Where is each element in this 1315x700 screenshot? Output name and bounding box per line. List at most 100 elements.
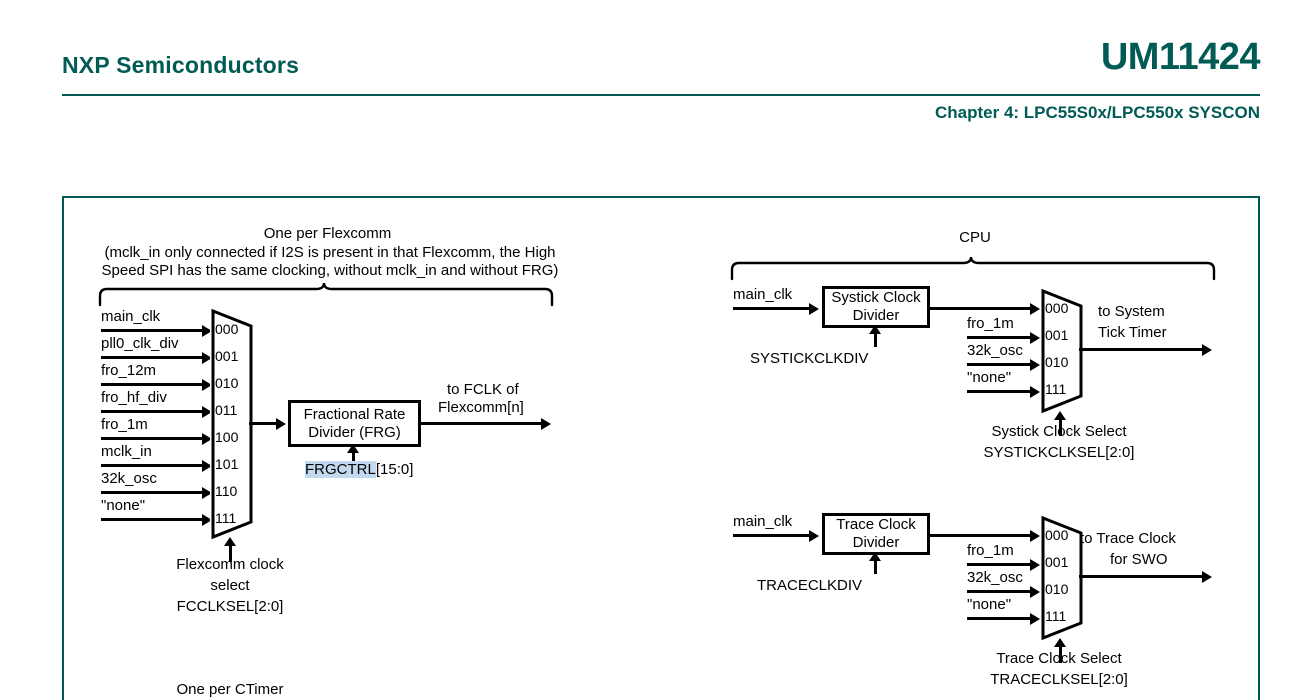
flexcomm-input-arrow-3 — [202, 406, 212, 418]
trace-mux-code-0: 000 — [1045, 527, 1069, 543]
frg-output-wire — [421, 422, 543, 425]
trace-mux-wire-1 — [967, 563, 1032, 566]
trace-mux-label-1: fro_1m — [967, 542, 1014, 559]
systick-div-ctrl-wire — [874, 333, 877, 347]
flexcomm-input-wire-5 — [101, 464, 204, 467]
trace-input-arrow — [809, 530, 819, 542]
systick-input-label: main_clk — [733, 286, 793, 303]
breadcrumb: Chapter 4: LPC55S0x/LPC550x SYSCON — [934, 103, 1260, 122]
systick-mux-arrow-2 — [1030, 359, 1040, 371]
flexcomm-input-label-6: 32k_osc — [101, 470, 157, 487]
flexcomm-input-arrow-0 — [202, 325, 212, 337]
systick-mux-code-0: 000 — [1045, 300, 1069, 316]
flexcomm-input-arrow-5 — [202, 460, 212, 472]
flexcomm-mux-code-3: 011 — [215, 402, 238, 418]
frg-box: Fractional Rate Divider (FRG) — [288, 400, 421, 447]
flexcomm-input-arrow-1 — [202, 352, 212, 364]
trace-mux-label-3: "none" — [967, 596, 1012, 613]
flexcomm-input-label-7: "none" — [101, 497, 146, 514]
flexcomm-input-label-0: main_clk — [101, 308, 161, 325]
trace-mux-wire-2 — [967, 590, 1032, 593]
systick-select-arrow — [1054, 411, 1066, 420]
systick-mux-label-2: 32k_osc — [967, 342, 1023, 359]
flexcomm-mux-code-0: 000 — [215, 321, 239, 337]
systick-select-line2: SYSTICKCLKSEL[2:0] — [983, 444, 1135, 461]
flexcomm-select-arrow — [224, 537, 236, 546]
systick-divider-line1: Systick Clock — [831, 289, 921, 306]
cpu-group-brace — [730, 256, 1216, 281]
flexcomm-mux-output-arrow — [276, 418, 286, 430]
trace-mux-code-1: 001 — [1045, 554, 1069, 570]
flexcomm-input-wire-2 — [101, 383, 204, 386]
trace-mux — [1040, 515, 1084, 641]
flexcomm-select-wire — [229, 545, 232, 562]
frgctrl-label: FRGCTRL[15:0] — [305, 461, 413, 479]
flexcomm-input-arrow-6 — [202, 487, 212, 499]
systick-mux-code-2: 010 — [1045, 354, 1069, 370]
trace-mux-code-2: 010 — [1045, 581, 1069, 597]
trace-divider-line2: Divider — [852, 534, 900, 551]
systick-mux-wire-0 — [930, 307, 1032, 310]
flexcomm-input-label-5: mclk_in — [101, 443, 152, 460]
systick-mux-arrow-1 — [1030, 332, 1040, 344]
systick-divider-ctrl-label: SYSTICKCLKDIV — [750, 350, 869, 367]
trace-output-arrow — [1202, 571, 1212, 583]
trace-select-wire — [1059, 646, 1062, 663]
trace-output-line2: for SWO — [1110, 551, 1168, 568]
systick-mux-arrow-3 — [1030, 386, 1040, 398]
systick-mux-wire-1 — [967, 336, 1032, 339]
trace-div-ctrl-arrow — [869, 552, 881, 561]
systick-output-wire — [1079, 348, 1204, 351]
systick-input-arrow — [809, 303, 819, 315]
systick-output-line2: Tick Timer — [1098, 324, 1167, 341]
frgctrl-wire — [352, 452, 355, 466]
trace-select-line2: TRACECLKSEL[2:0] — [990, 671, 1128, 688]
frg-output-line1: to FCLK of — [447, 381, 519, 398]
flexcomm-input-label-3: fro_hf_div — [101, 389, 167, 406]
header-divider — [62, 94, 1260, 96]
frgctrl-highlighted-text: FRGCTRL — [305, 461, 376, 478]
systick-divider-line2: Divider — [852, 307, 900, 324]
frg-box-line1: Fractional Rate — [303, 405, 406, 423]
flexcomm-select-line1: Flexcomm clock — [176, 556, 284, 573]
flexcomm-input-wire-0 — [101, 329, 204, 332]
flexcomm-input-wire-6 — [101, 491, 204, 494]
trace-output-line1: to Trace Clock — [1080, 530, 1176, 547]
trace-mux-code-3: 111 — [1045, 608, 1067, 624]
systick-div-ctrl-arrow — [869, 325, 881, 334]
flexcomm-select-line2: select — [210, 577, 250, 594]
document-number: UM11424 — [1100, 36, 1261, 78]
flexcomm-mux-code-2: 010 — [215, 375, 239, 391]
flexcomm-input-arrow-2 — [202, 379, 212, 391]
trace-mux-label-2: 32k_osc — [967, 569, 1023, 586]
flexcomm-mux-code-1: 001 — [215, 348, 239, 364]
trace-divider-line1: Trace Clock — [836, 516, 916, 533]
flexcomm-group-brace — [98, 282, 554, 307]
figure-frame — [62, 196, 1260, 700]
systick-mux-code-3: 111 — [1045, 381, 1067, 397]
flexcomm-input-wire-4 — [101, 437, 204, 440]
flexcomm-caption-line1: One per Flexcomm — [263, 225, 392, 242]
trace-divider-box: Trace Clock Divider — [822, 513, 930, 555]
trace-output-wire — [1079, 575, 1204, 578]
flexcomm-input-wire-1 — [101, 356, 204, 359]
systick-mux — [1040, 288, 1084, 414]
flexcomm-input-wire-3 — [101, 410, 204, 413]
trace-select-line1: Trace Clock Select — [996, 650, 1122, 667]
systick-select-line1: Systick Clock Select — [991, 423, 1127, 440]
flexcomm-input-wire-7 — [101, 518, 204, 521]
frg-output-arrow — [541, 418, 551, 430]
ctimer-caption: One per CTimer — [176, 681, 284, 698]
trace-div-ctrl-wire — [874, 560, 877, 574]
systick-mux-wire-2 — [967, 363, 1032, 366]
trace-divider-ctrl-label: TRACECLKDIV — [757, 577, 863, 594]
frg-box-line2: Divider (FRG) — [308, 423, 401, 441]
flexcomm-caption-line2: (mclk_in only connected if I2S is presen… — [104, 244, 556, 261]
page-title: NXP Semiconductors — [62, 52, 300, 78]
trace-input-wire — [733, 534, 811, 537]
trace-mux-wire-0 — [930, 534, 1032, 537]
trace-mux-wire-3 — [967, 617, 1032, 620]
trace-mux-arrow-1 — [1030, 559, 1040, 571]
frg-output-line2: Flexcomm[n] — [438, 399, 524, 416]
systick-mux-label-3: "none" — [967, 369, 1012, 386]
